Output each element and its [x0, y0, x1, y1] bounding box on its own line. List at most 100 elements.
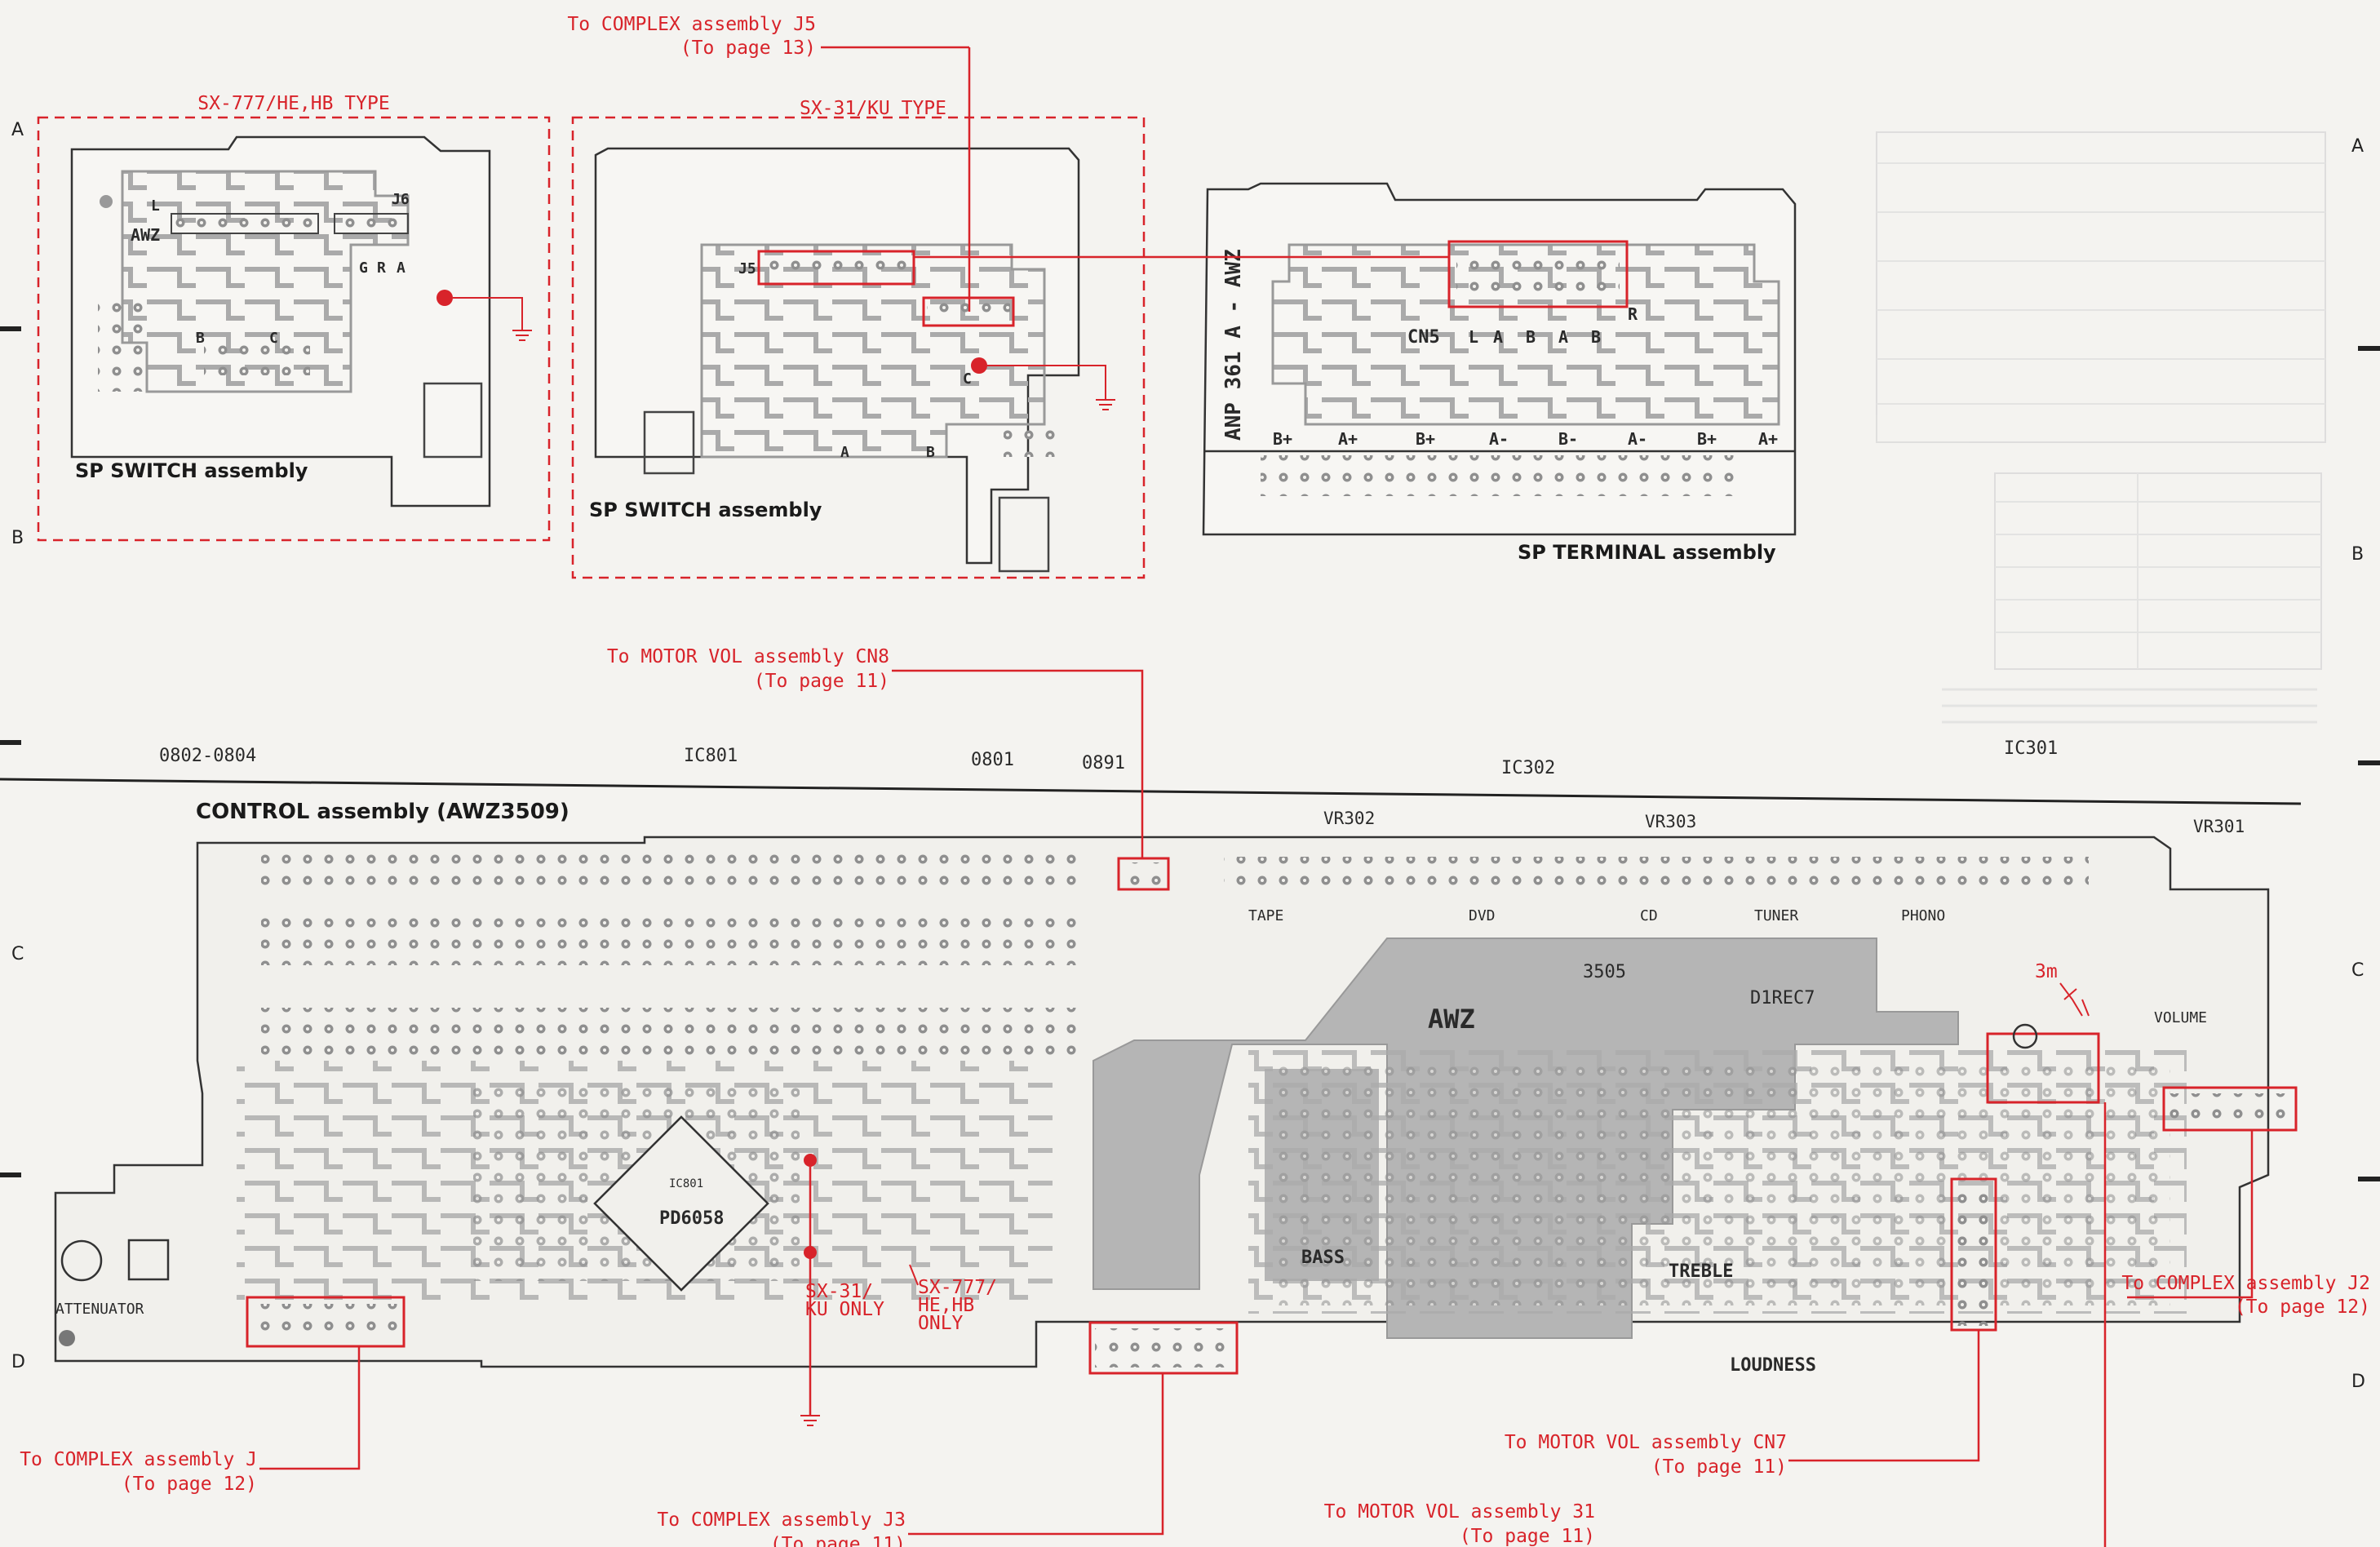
variant-note-1-line: SX-777/	[918, 1277, 997, 1298]
sp-terminal-panel: ANP 361 A - AWZ CN5 L R A B A B B+ A+ B+…	[1202, 182, 1797, 564]
board-text-tuner: TUNER	[1754, 907, 1798, 924]
pcb-mark-a2-term: A	[1558, 327, 1568, 347]
variant-notes: SX-777/ HE,HB ONLY SX-31/ KU ONLY 3m	[805, 961, 2058, 1334]
edge-marker-right-b: B	[2351, 544, 2364, 565]
callout-cn7: To MOTOR VOL assembly CN7 (To page 11)	[1505, 1432, 1787, 1478]
board-text-cd: CD	[1640, 907, 1658, 924]
pcb-mark-r: A	[397, 259, 406, 277]
type-label-he-hb: SX-777/HE,HB TYPE	[197, 93, 389, 114]
arrow-note: 3m	[2035, 961, 2058, 982]
callout-cn8-line: To MOTOR VOL assembly CN8	[607, 646, 889, 667]
top-ref: IC301	[2004, 738, 2058, 759]
edge-marker-left-a: A	[11, 120, 24, 140]
variant-note-1-line: ONLY	[918, 1313, 964, 1334]
callout-j2-line: To COMPLEX assembly J2	[2121, 1273, 2370, 1294]
pcb-mark-b: C	[269, 330, 278, 347]
callout-j2: To COMPLEX assembly J2 (To page 12)	[2121, 1273, 2370, 1318]
callout-cn7-line: (To page 11)	[1651, 1456, 1787, 1478]
vr-label: VR301	[2193, 817, 2245, 836]
board-text-3505: 3505	[1583, 962, 1626, 982]
pcb-mark-j5: J6	[392, 191, 410, 208]
switch-row-upper	[261, 844, 2089, 896]
callout-j3-line: To COMPLEX assembly J3	[657, 1509, 906, 1531]
callout-j2-line: (To page 12)	[2235, 1297, 2370, 1318]
type-label-ku: SX-31/KU TYPE	[800, 98, 946, 119]
main-ic-label: PD6058	[659, 1208, 724, 1229]
callout-j: To COMPLEX assembly J (To page 12)	[20, 1449, 257, 1495]
top-ref-labels: 0802-0804 IC801 0801 0891 IC302 IC301	[159, 738, 2058, 778]
terminal-label: A-	[1489, 429, 1509, 449]
vr-labels: VR302 VR303 VR301	[1323, 809, 2245, 836]
vr-label: VR303	[1645, 812, 1696, 831]
variant-note-2-line: SX-31/	[805, 1281, 873, 1302]
pcb-mark-a: B	[196, 330, 205, 347]
board-text-bass: BASS	[1301, 1248, 1345, 1268]
edge-marker-right-d: D	[2351, 1372, 2365, 1392]
callout-leaders	[259, 669, 2254, 1547]
terminal-label: A-	[1628, 429, 1647, 449]
pcb-mark-l: G	[359, 259, 368, 277]
pcb-mark-a1-term: A	[1493, 327, 1503, 347]
edge-marker-left-c: C	[11, 944, 24, 964]
j5-link-lines	[821, 46, 1449, 312]
variant-note-1-line: HE,HB	[918, 1295, 974, 1316]
control-board: CONTROL assembly (AWZ3509) 0802-0804 IC8…	[0, 738, 2302, 1426]
terminal-labels: B+ A+ B+ A- B- A- B+ A+	[1273, 429, 1778, 449]
pcb-mark-b2-term: B	[1591, 327, 1601, 347]
variant-note-2-line: KU ONLY	[805, 1299, 884, 1320]
callout-31-line: (To page 11)	[1460, 1526, 1595, 1547]
callout-j-line: To COMPLEX assembly J	[20, 1449, 257, 1470]
callout-j5: To COMPLEX assembly J5 (To page 13)	[567, 14, 816, 59]
pcb-mark-b-ku: B	[926, 444, 935, 461]
edge-marker-left-b: B	[11, 528, 24, 548]
speaker-terminals	[1261, 455, 1734, 496]
board-texts: AWZ 3505 D1REC7 TREBLE BASS LOUDNESS VOL…	[55, 907, 2207, 1376]
panel-title-terminal: SP TERMINAL assembly	[1518, 541, 1776, 564]
control-board-title: CONTROL assembly (AWZ3509)	[196, 800, 570, 824]
sp-switch-panel-he-hb: SX-777/HE,HB TYPE AWZ L J6 G R A B C SP …	[37, 93, 551, 542]
board-text-direct: D1REC7	[1750, 988, 1815, 1008]
callout-cn8: To MOTOR VOL assembly CN8 (To page 11)	[607, 646, 889, 692]
board-text-dvd: DVD	[1469, 907, 1496, 924]
board-text-loudness: LOUDNESS	[1730, 1355, 1816, 1376]
callout-j5-line: (To page 13)	[680, 38, 816, 59]
board-side-mark: ANP 361 A - AWZ	[1221, 249, 1246, 441]
pcb-mark-awz: AWZ	[131, 225, 160, 245]
terminal-label: A+	[1338, 429, 1358, 449]
cn5-mark: CN5	[1407, 327, 1440, 348]
edge-marker-right-c: C	[2351, 960, 2364, 981]
switch-row-middle	[261, 918, 1077, 965]
main-ic-ref: IC801	[669, 1177, 703, 1190]
terminal-label: B+	[1416, 429, 1435, 449]
top-ref: 0801	[971, 750, 1014, 770]
top-ref: IC302	[1501, 758, 1555, 778]
top-ref: 0891	[1082, 753, 1125, 774]
top-ref: 0802-0804	[159, 746, 256, 766]
pcb-mark-j6: L	[151, 197, 160, 215]
callout-cn7-line: To MOTOR VOL assembly CN7	[1505, 1432, 1787, 1453]
vr-label: VR302	[1323, 809, 1375, 828]
pcb-mark-l-term: L	[1469, 327, 1478, 347]
callout-j3-line: (To page 11)	[770, 1534, 906, 1547]
sp-switch-panel-ku: SX-31/KU TYPE J5 A B C SP SWITCH assembl…	[571, 98, 1146, 579]
board-text-attenuator: ATTENUATOR	[55, 1301, 144, 1318]
terminal-label: A+	[1758, 429, 1778, 449]
pcb-mark-j5-ku: J5	[738, 260, 756, 277]
pcb-mark-c-ku: C	[963, 370, 972, 388]
callout-31: To MOTOR VOL assembly 31 (To page 11)	[1324, 1501, 1595, 1547]
panel-title-ku: SP SWITCH assembly	[589, 499, 822, 521]
top-ref: IC801	[684, 746, 738, 766]
edge-marker-left-d: D	[11, 1352, 25, 1372]
edge-marker-right-a: A	[2351, 136, 2364, 157]
main-ic: PD6058 IC801	[593, 1115, 769, 1292]
terminal-label: B+	[1697, 429, 1717, 449]
callout-31-line: To MOTOR VOL assembly 31	[1324, 1501, 1595, 1523]
panel-title-he-hb: SP SWITCH assembly	[75, 459, 308, 482]
callout-j-line: (To page 12)	[122, 1474, 257, 1495]
edge-markers-right: A B C D	[2351, 136, 2380, 1392]
callout-j5-line: To COMPLEX assembly J5	[567, 14, 816, 35]
pcb-mark-r-term: R	[1628, 304, 1638, 324]
callout-cn8-line: (To page 11)	[754, 671, 889, 692]
terminal-label: B-	[1558, 429, 1578, 449]
board-text-tape: TAPE	[1248, 907, 1283, 924]
